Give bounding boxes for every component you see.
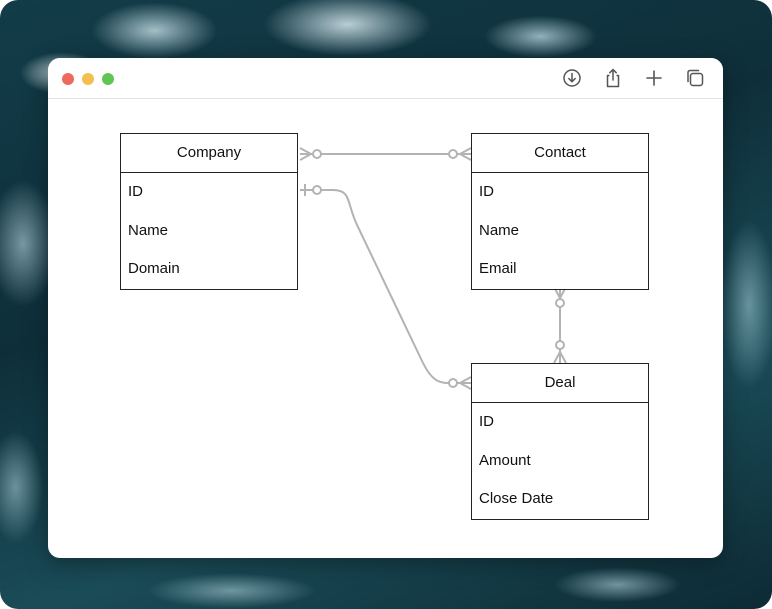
new-button[interactable] <box>643 67 665 89</box>
maximize-window-button[interactable] <box>102 73 114 85</box>
entity-company[interactable]: Company ID Name Domain <box>120 133 298 290</box>
company-deal-link <box>300 189 471 384</box>
minimize-window-button[interactable] <box>82 73 94 85</box>
contact-zero-marker <box>448 149 458 159</box>
app-window: Company ID Name Domain Contact ID Name E… <box>48 58 723 558</box>
download-button[interactable] <box>561 67 583 89</box>
contact-field-name: Name <box>479 221 520 239</box>
entity-deal-title: Deal <box>472 364 648 403</box>
duplicate-icon <box>687 69 704 87</box>
entity-contact[interactable]: Contact ID Name Email <box>471 133 649 290</box>
company-zero-marker <box>312 149 322 159</box>
close-window-button[interactable] <box>62 73 74 85</box>
deal-zero-left-marker <box>448 378 458 388</box>
relationship-lines <box>299 147 567 390</box>
company-field-domain: Domain <box>128 260 180 277</box>
contact-field-email: Email <box>479 260 517 277</box>
company-id-zero-marker <box>312 185 322 195</box>
deal-field-id: ID <box>479 413 494 430</box>
duplicate-button[interactable] <box>684 67 706 89</box>
deal-top-crowfoot-marker <box>553 349 567 364</box>
download-icon <box>563 69 581 87</box>
deal-field-amount: Amount <box>479 451 531 469</box>
title-bar <box>48 58 723 99</box>
entity-contact-title: Contact <box>472 134 648 173</box>
plus-icon <box>646 70 662 86</box>
diagram-canvas: Company ID Name Domain Contact ID Name E… <box>48 99 723 558</box>
company-field-name: Name <box>128 221 169 239</box>
entity-company-title: Company <box>121 134 297 173</box>
contact-field-id: ID <box>479 183 494 200</box>
share-button[interactable] <box>602 67 624 89</box>
deal-top-zero-marker <box>555 340 565 350</box>
share-icon <box>606 68 620 88</box>
deal-field-close-date: Close Date <box>479 490 554 507</box>
contact-bottom-zero-marker <box>555 298 565 308</box>
contact-crowfoot-marker <box>457 147 472 161</box>
deal-crowfoot-left-marker <box>457 376 472 390</box>
entity-deal[interactable]: Deal ID Amount Close Date <box>471 363 649 520</box>
company-crowfoot-marker <box>299 147 314 161</box>
company-field-id: ID <box>128 183 143 200</box>
